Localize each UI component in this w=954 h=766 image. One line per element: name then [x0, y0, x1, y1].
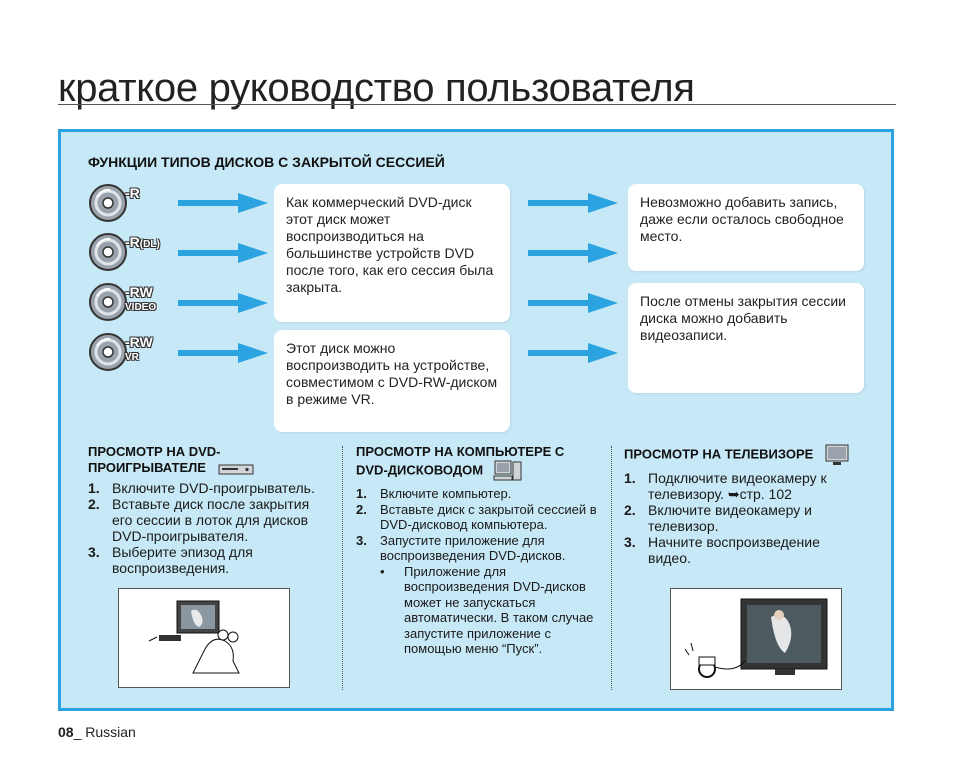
- disc-label: -RW: [125, 284, 153, 300]
- disc-sublabel: VIDEO: [125, 302, 157, 313]
- arrow-right-icon: [178, 193, 268, 213]
- page-ref-link[interactable]: стр. 102: [739, 486, 792, 502]
- arrow-right-icon: [178, 293, 268, 313]
- dvd-player-illustration: [118, 588, 290, 688]
- arrow-right-icon: [528, 293, 618, 313]
- list-item: 1.Включите компьютер.: [356, 486, 512, 501]
- session-heading: ФУНКЦИИ ТИПОВ ДИСКОВ С ЗАКРЫТОЙ СЕССИЕЙ: [88, 154, 445, 170]
- computer-steps: 1.Включите компьютер. 2.Вставьте диск с …: [356, 486, 600, 657]
- disc-label: -R(DL): [125, 234, 160, 250]
- disc-label: -R: [125, 185, 140, 201]
- dvd-player-icon: [218, 464, 254, 475]
- disc-sublabel: VR: [125, 352, 139, 363]
- list-item: 1.Подключите видеокамеру к телевизору. ➥…: [624, 470, 827, 502]
- list-item: 2.Вставьте диск после закрытия его сесси…: [88, 496, 310, 544]
- column-divider: [342, 446, 343, 690]
- computer-heading: ПРОСМОТР НА КОМПЬЮТЕРЕ С DVD-ДИСКОВОДОМ: [356, 444, 600, 482]
- arrow-right-icon: [528, 193, 618, 213]
- arrow-right-icon: [178, 343, 268, 363]
- list-item: 3.Запустите приложение для воспроизведен…: [356, 532, 566, 564]
- box-vr-playback: Этот диск можно воспроизводить на устрой…: [274, 330, 510, 432]
- dvd-player-heading: ПРОСМОТР НА DVD- ПРОИГРЫВАТЕЛЕ: [88, 444, 332, 476]
- note-item: •Приложение для воспроизведения DVD-диск…: [380, 563, 594, 657]
- tv-steps: 1.Подключите видеокамеру к телевизору. ➥…: [624, 470, 864, 566]
- tv-section: ПРОСМОТР НА ТЕЛЕВИЗОРЕ 1.Подключите виде…: [624, 444, 864, 566]
- arrow-right-icon: [528, 243, 618, 263]
- list-item: 2.Вставьте диск с закрытой сессией в DVD…: [356, 501, 597, 533]
- column-divider: [611, 446, 612, 690]
- dvd-rw-vr-disc-icon: -RW VR: [88, 332, 168, 384]
- tv-icon: [825, 444, 849, 465]
- footer-language: _ Russian: [73, 724, 136, 740]
- list-item: 3.Выберите эпизод для воспроизведения.: [88, 544, 253, 576]
- dvd-r-dl-disc-icon: -R(DL): [88, 232, 168, 284]
- box-can-add: После отмены закрытия сессии диска можно…: [628, 283, 864, 393]
- page-ref-icon: ➥: [727, 486, 740, 502]
- arrow-right-icon: [528, 343, 618, 363]
- tv-heading: ПРОСМОТР НА ТЕЛЕВИЗОРЕ: [624, 444, 864, 466]
- computer-section: ПРОСМОТР НА КОМПЬЮТЕРЕ С DVD-ДИСКОВОДОМ …: [356, 444, 600, 657]
- page-number: 08: [58, 724, 74, 740]
- dvd-rw-video-disc-icon: -RW VIDEO: [88, 282, 168, 334]
- disc-label: -RW: [125, 334, 153, 350]
- dvd-player-steps: 1.Включите DVD-проигрыватель. 2.Вставьте…: [88, 480, 332, 576]
- title-rule: [58, 104, 896, 105]
- arrow-right-icon: [178, 243, 268, 263]
- computer-icon: [493, 460, 522, 481]
- list-item: 2.Включите видеокамеру и телевизор.: [624, 502, 812, 534]
- dvd-player-section: ПРОСМОТР НА DVD- ПРОИГРЫВАТЕЛЕ 1.Включит…: [88, 444, 332, 576]
- list-item: 3.Начните воспроизведение видео.: [624, 534, 820, 566]
- page-footer: 08_ Russian: [58, 724, 136, 740]
- box-no-add: Невозможно добавить запись, даже если ос…: [628, 184, 864, 271]
- list-item: 1.Включите DVD-проигрыватель.: [88, 480, 315, 496]
- tv-illustration: [670, 588, 842, 690]
- box-commercial-playback: Как коммерческий DVD-диск этот диск може…: [274, 184, 510, 322]
- page-title: краткое руководство пользователя: [58, 66, 695, 110]
- dvd-r-disc-icon: -R: [88, 183, 168, 235]
